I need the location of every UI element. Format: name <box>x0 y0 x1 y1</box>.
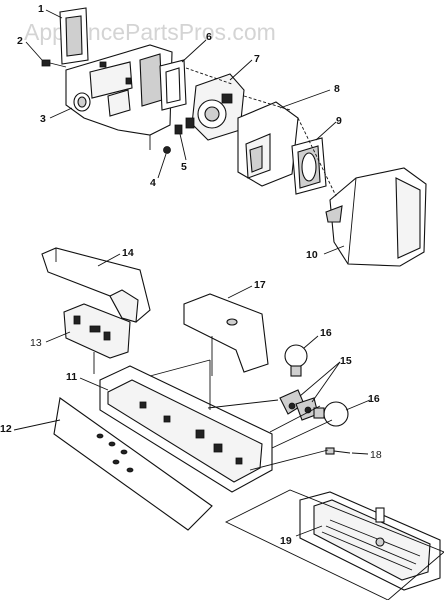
callout-11: 11 <box>66 371 77 383</box>
part-16-bulb-upper <box>284 344 308 377</box>
part-7-motor <box>185 73 245 141</box>
callout-10: 10 <box>306 249 318 261</box>
callout-1: 1 <box>38 3 44 15</box>
callout-19: 19 <box>280 535 292 547</box>
callout-13: 13 <box>30 337 42 349</box>
callout-2: 2 <box>17 35 23 47</box>
part-18-fuse <box>325 447 351 455</box>
callout-8: 8 <box>334 83 340 95</box>
part-3-housing <box>65 44 173 150</box>
part-12-label <box>53 397 213 531</box>
part-16-bulb-lower <box>313 401 349 427</box>
callout-6: 6 <box>206 31 212 43</box>
part-17-cover <box>183 293 269 376</box>
part-2-screw <box>41 59 67 68</box>
part-19-tray <box>299 491 441 591</box>
callout-16-lower: 16 <box>368 393 380 405</box>
assembly-lines-upper <box>185 67 337 197</box>
part-8-chute <box>237 101 299 187</box>
callout-17: 17 <box>254 279 266 291</box>
part-13-board <box>63 303 131 374</box>
part-15-sockets <box>279 389 319 421</box>
part-10-cover <box>325 167 427 267</box>
part-5-clip <box>174 124 183 135</box>
part-4-screw <box>163 146 171 154</box>
callout-16-upper: 16 <box>320 327 332 339</box>
callout-7: 7 <box>254 53 260 65</box>
callout-12: 12 <box>0 423 12 435</box>
assembly-lines-lower <box>207 399 333 471</box>
callout-9: 9 <box>336 115 342 127</box>
part-11-panel <box>99 359 273 493</box>
part-1-frame <box>59 7 89 65</box>
callout-18: 18 <box>370 449 382 461</box>
callout-4: 4 <box>150 177 156 189</box>
callout-14: 14 <box>122 247 134 259</box>
leader-lines <box>13 9 371 537</box>
part-6-gasket <box>159 59 187 111</box>
part-9-gasket <box>291 137 327 195</box>
callout-3: 3 <box>40 113 46 125</box>
part-14-top-cover <box>41 247 151 323</box>
tray-outline <box>224 489 444 600</box>
callout-15: 15 <box>340 355 352 367</box>
callout-5: 5 <box>181 161 187 173</box>
